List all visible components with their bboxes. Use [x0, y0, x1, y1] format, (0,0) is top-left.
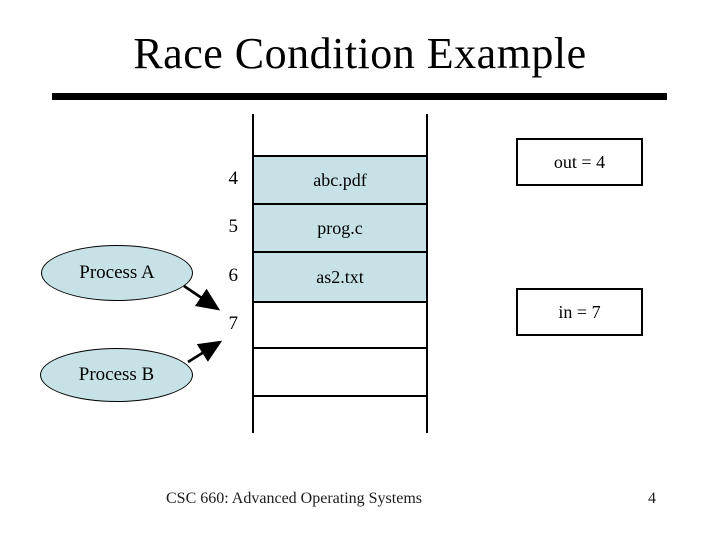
slide-title: Race Condition Example: [133, 29, 587, 78]
directory-cell-abc-pdf: abc.pdf: [254, 155, 426, 203]
directory-cell-prog-c: prog.c: [254, 203, 426, 251]
directory-spacer-bottom: [254, 395, 426, 433]
process-b-label: Process B: [78, 364, 155, 385]
slot-index-6: 6: [228, 265, 239, 286]
in-pointer-box: in = 7: [516, 288, 643, 336]
process-b-ellipse: Process B: [40, 348, 193, 402]
slot-index-4: 4: [228, 168, 239, 189]
title-divider-rule: [52, 93, 667, 100]
directory-cell-empty-8: [254, 347, 426, 395]
slot-index-7: 7: [228, 313, 239, 334]
in-pointer-label: in = 7: [558, 301, 601, 322]
footer-course-label: CSC 660: Advanced Operating Systems: [166, 490, 422, 507]
directory-cell-label: abc.pdf: [313, 169, 367, 190]
out-pointer-label: out = 4: [553, 151, 606, 172]
directory-table: abc.pdf prog.c as2.txt: [252, 114, 428, 433]
slot-index-5: 5: [228, 216, 239, 237]
directory-spacer-top: [254, 114, 426, 155]
directory-cell-as2-txt: as2.txt: [254, 251, 426, 301]
directory-cell-label: prog.c: [317, 217, 363, 238]
directory-cell-empty-7: [254, 301, 426, 347]
slide-page-number: 4: [648, 490, 656, 507]
out-pointer-box: out = 4: [516, 138, 643, 186]
process-a-ellipse: Process A: [41, 245, 193, 301]
directory-cell-label: as2.txt: [316, 266, 364, 287]
process-a-label: Process A: [79, 262, 155, 283]
